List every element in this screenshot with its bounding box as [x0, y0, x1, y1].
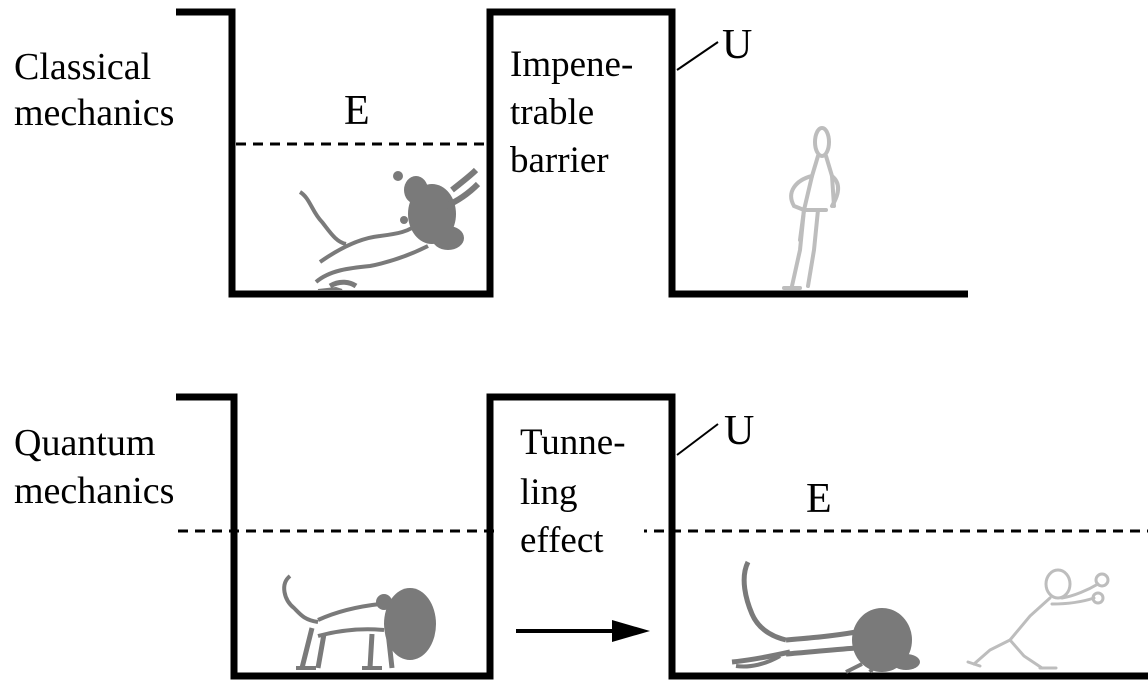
classical-energy-label: E: [344, 88, 370, 134]
quantum-title-line1: Quantum: [14, 422, 155, 464]
quantum-energy-label: E: [806, 476, 832, 522]
quantum-title-line2: mechanics: [14, 470, 174, 512]
quantum-potential-label: U: [724, 408, 754, 454]
classical-barrier-line2: trable: [510, 92, 594, 133]
lion-escaped-icon: [731, 560, 920, 674]
classical-potential-label: U: [722, 22, 752, 68]
lion-trapped-icon: [298, 167, 481, 291]
quantum-u-leader: [676, 423, 719, 456]
classical-barrier-line3: barrier: [510, 140, 609, 181]
classical-u-leader: [676, 41, 719, 71]
man-standing-icon: [782, 126, 840, 290]
lion-in-well-icon: [282, 574, 436, 670]
classical-panel: Classical mechanics E U Impene- trable b…: [14, 8, 968, 298]
classical-title-line1: Classical: [14, 46, 151, 88]
man-fleeing-icon: [966, 568, 1110, 670]
tunneling-arrow-icon: [516, 620, 650, 642]
classical-potential-curve: [176, 8, 968, 298]
quantum-panel: Quantum mechanics E U Tunne- ling effect: [14, 393, 1148, 680]
quantum-barrier-line2: ling: [520, 472, 578, 513]
quantum-barrier-line1: Tunne-: [520, 422, 626, 463]
quantum-barrier-line3: effect: [520, 520, 604, 561]
classical-title-line2: mechanics: [14, 92, 174, 134]
quantum-potential-curve: [176, 393, 1148, 680]
classical-barrier-line1: Impene-: [510, 44, 633, 85]
